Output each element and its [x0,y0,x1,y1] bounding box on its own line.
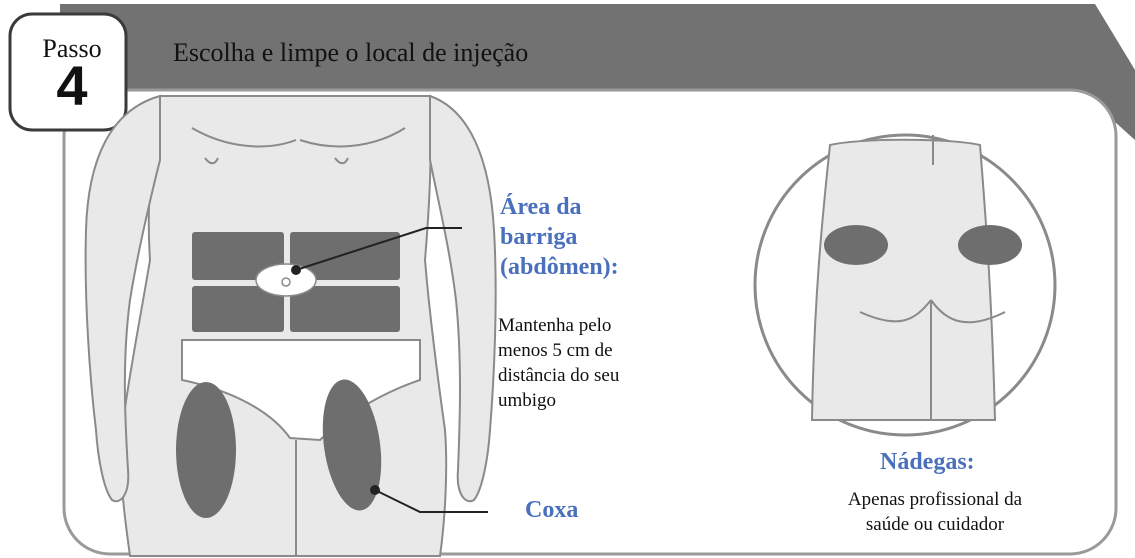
abdomen-title-line: Área da [500,194,582,220]
abdomen-injection-zones [192,232,400,332]
header-title: Escolha e limpe o local de injeção [173,38,529,67]
back-figure [810,138,997,421]
abdomen-description-line: Mantenha pelo [498,315,612,336]
pointer-lines [291,227,488,513]
abdomen-title-line: barriga [500,224,578,250]
left-buttock-zone [824,225,888,265]
right-buttock-zone [958,225,1022,265]
left-thigh-zone [176,382,236,518]
navel-zone [255,263,317,297]
abdomen-description-line: distância do seu [498,365,620,386]
buttocks-description-line: saúde ou cuidador [865,514,1005,535]
buttocks-description: Apenas profissional da saúde ou cuidador [800,487,1070,537]
arms [84,94,497,503]
right-thigh-zone [322,379,382,511]
header-banner [60,4,1135,140]
thigh-label: Coxa [525,497,579,523]
abdomen-description: Mantenha pelo menos 5 cm de distância do… [498,313,673,413]
buttocks-description-line: Apenas profissional da [847,489,1023,510]
step-box [8,12,128,132]
back-lines [859,135,1006,420]
abdomen-description-line: umbigo [498,390,557,411]
abdomen-description-line: menos 5 cm de [498,340,613,361]
step-word: Passo [42,34,102,63]
navel [281,277,291,287]
abdomen-title-line: (abdômen): [500,254,619,280]
chest-lines [191,127,406,165]
step-number: 4 [56,54,88,117]
buttocks-title: Nádegas: [880,449,975,475]
abdomen-title: Área da barriga (abdômen): [500,192,670,282]
